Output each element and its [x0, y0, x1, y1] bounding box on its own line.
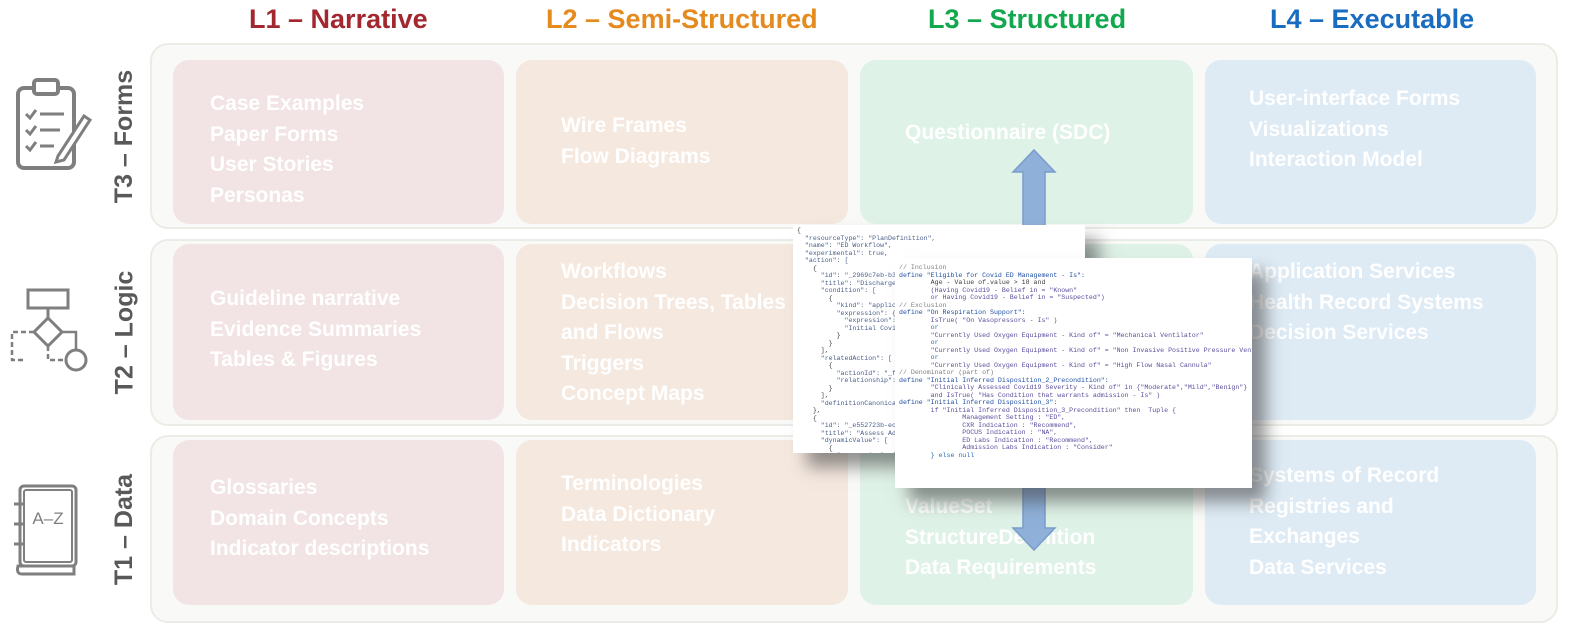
code-line: "experimental": true,	[797, 249, 889, 257]
code-line: },	[797, 407, 821, 414]
code-line: Age - Value of.value > 18 and	[899, 279, 1046, 286]
flowchart-icon	[8, 282, 94, 382]
level-code: L4	[1270, 4, 1302, 34]
code-line: define "Eligible for Covid ED Management…	[899, 271, 1085, 279]
code-line: {	[797, 227, 801, 234]
column-header-l2: L2 – Semi-Structured	[546, 4, 818, 34]
column-header-l3: L3 – Structured	[928, 4, 1127, 34]
code-line: IsTrue( "On Vasopressors - Is" )	[899, 316, 1058, 324]
code-line: "expression": {	[797, 309, 896, 317]
code-line: "id": "_2969c7eb-b30e-4c	[797, 272, 916, 279]
code-line: (Having Covid19 - Belief in = "Known"	[899, 286, 1078, 294]
cell-t2-l1	[173, 244, 504, 420]
code-line: "id": "_e552723b-ec3d-4e	[797, 422, 916, 429]
level-name: Semi-Structured	[607, 4, 818, 34]
row-label-t2: T2 – Logic	[110, 270, 139, 395]
level-name: Structured	[989, 4, 1127, 34]
row-label-t3: T3 – Forms	[110, 69, 139, 203]
code-line: Management Setting : "ED",	[899, 414, 1066, 421]
level-name: Narrative	[310, 4, 428, 34]
code-line: CXR Indication : "Recommend",	[899, 421, 1078, 429]
code-line: ],	[797, 392, 829, 399]
code-line: {	[797, 294, 833, 302]
cell-t3-l4	[1205, 60, 1536, 224]
code-line: ],	[797, 347, 829, 354]
column-header-l4: L4 – Executable	[1270, 4, 1475, 34]
code-line: "name": "ED Workflow",	[797, 242, 892, 249]
code-line: define "On Respiration Support":	[899, 309, 1026, 316]
cell-t2-l4	[1205, 244, 1536, 420]
code-line: "Currently Used Oxygen Equipment - Kind …	[899, 346, 1252, 354]
code-line: "Currently Used Oxygen Equipment - Kind …	[899, 331, 1204, 339]
code-line: "expression":	[797, 317, 896, 324]
code-line: // Denominator (part of)	[899, 369, 994, 376]
level-name: Executable	[1331, 4, 1475, 34]
code-line: // Exclusion	[899, 301, 947, 309]
row-label-t1: T1 – Data	[110, 473, 139, 585]
level-code: L1	[249, 4, 281, 34]
code-line: if "Initial Inferred Disposition_3_Preco…	[899, 406, 1176, 414]
code-line: "action": [	[797, 257, 849, 264]
cell-t2-l2	[516, 244, 848, 420]
code-line: "Clinically Assessed Covid19 Severity - …	[899, 384, 1248, 391]
cell-t1-l1	[173, 440, 504, 605]
code-line: or	[899, 339, 939, 346]
code-line: or	[899, 354, 939, 361]
code-line: }	[797, 384, 833, 392]
code-line: {	[797, 264, 817, 272]
code-line: POCUS Indication : "NA",	[899, 429, 1058, 436]
code-line: "expression": {	[797, 452, 1081, 453]
code-line: } else null	[899, 451, 975, 459]
code-line: "relatedAction": [	[797, 354, 892, 362]
clipboard-checklist-icon	[8, 76, 94, 176]
code-line: "Initial Covid19	[797, 324, 908, 332]
cell-t3-l1	[173, 60, 504, 224]
a-z-glossary-book-icon: A–Z	[8, 480, 94, 580]
cell-t3-l2	[516, 60, 848, 224]
level-code: L2	[546, 4, 578, 34]
code-line: }	[797, 332, 841, 339]
code-line: and IsTrue( "Has Condition that warrants…	[899, 391, 1161, 399]
cell-text-t3-l3: Questionnaire (SDC)	[905, 121, 1111, 144]
cell-t1-l2	[516, 440, 848, 605]
code-line: Admission Labs Indication : "Consider"	[899, 444, 1113, 451]
code-line: "condition": [	[797, 287, 877, 294]
level-code: L3	[928, 4, 960, 34]
code-line: define "Initial Inferred Disposition_3":	[899, 399, 1058, 406]
svg-text:A–Z: A–Z	[32, 509, 63, 528]
code-line: {	[797, 414, 817, 422]
code-line: {	[797, 444, 833, 452]
column-header-l1: L1 – Narrative	[249, 4, 428, 34]
code-line: "kind": "applicabili	[797, 302, 916, 309]
code-line: or	[899, 324, 939, 331]
code-line: {	[797, 362, 833, 369]
code-line: define "Initial Inferred Disposition_2_P…	[899, 376, 1109, 384]
cell-t1-l4	[1205, 440, 1536, 605]
code-line: "resourceType": "PlanDefinition",	[797, 234, 936, 242]
code-line: ED Labs Indication : "Recommend",	[899, 436, 1093, 444]
code-line: or Having Covid19 - Belief in = "Suspect…	[899, 294, 1105, 301]
code-line: }	[797, 339, 833, 347]
code-line: "Currently Used Oxygen Equipment - Kind …	[899, 361, 1212, 369]
code-line: // Inclusion	[899, 264, 947, 271]
code-line: "dynamicValue": [	[797, 437, 889, 444]
